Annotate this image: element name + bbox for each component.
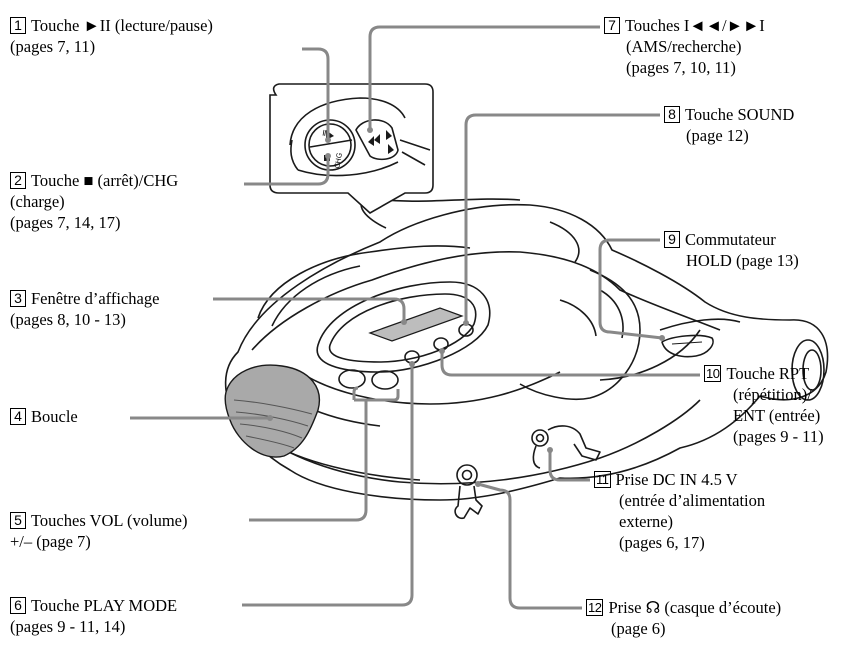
callout-number: 3 [10, 290, 26, 307]
callout-number: 9 [664, 231, 680, 248]
callout-line: ENT (entrée) [733, 406, 821, 425]
callout-line: Prise ☊ (casque d’écoute) [608, 598, 782, 617]
callout-number: 11 [594, 471, 611, 488]
leader-end-dots [267, 127, 665, 487]
callout-line: Touche ■ (arrêt)/CHG [31, 171, 179, 190]
callout-number: 2 [10, 172, 26, 189]
callout-5: 5 Touches VOL (volume) +/– (page 7) [10, 510, 187, 552]
callout-line: +/– (page 7) [10, 532, 91, 551]
callout-number: 8 [664, 106, 680, 123]
callout-line: externe) [619, 512, 674, 531]
leader-11 [548, 450, 590, 482]
callout-line: Touche ►II (lecture/pause) [31, 16, 213, 35]
callout-line: (entrée d’alimentation [619, 491, 766, 510]
callout-line: (pages 9 - 11) [733, 427, 824, 446]
callout-9: 9 Commutateur HOLD (page 13) [664, 229, 799, 271]
callout-line: (pages 9 - 11, 14) [10, 617, 126, 636]
buckle [224, 364, 320, 458]
callout-line: Touche PLAY MODE [31, 596, 178, 615]
leader-9 [598, 238, 663, 340]
inset-next-symbol [386, 130, 394, 154]
callout-number: 1 [10, 17, 26, 34]
display-window [368, 307, 464, 342]
callout-2: 2 Touche ■ (arrêt)/CHG (charge) (pages 7,… [10, 170, 178, 233]
callout-line: (pages 7, 10, 11) [626, 58, 736, 77]
callout-line: Touche SOUND [685, 105, 795, 124]
callout-6: 6 Touche PLAY MODE (pages 9 - 11, 14) [10, 595, 177, 637]
callout-line: Touches VOL (volume) [31, 511, 188, 530]
callout-line: (page 6) [611, 619, 666, 638]
callout-number: 4 [10, 408, 26, 425]
leader-8 [464, 113, 660, 323]
callout-line: (pages 7, 11) [10, 37, 96, 56]
callout-number: 10 [704, 365, 722, 382]
callout-line: (page 12) [686, 126, 749, 145]
callout-line: (pages 8, 10 - 13) [10, 310, 126, 329]
leader-5 [249, 386, 400, 522]
leader-1 [302, 47, 330, 138]
inset-mark-pause: ≡ [320, 129, 331, 138]
callout-1: 1 Touche ►II (lecture/pause) (pages 7, 11… [10, 15, 213, 57]
leader-7 [368, 25, 600, 130]
callout-line: Commutateur [685, 230, 776, 249]
inset-prev-symbol [368, 134, 380, 146]
player-body [224, 197, 829, 520]
callout-3: 3 Fenêtre d’affichage (pages 8, 10 - 13) [10, 288, 159, 330]
leader-10 [440, 351, 700, 377]
buckle-ribs [233, 399, 313, 449]
callout-line: Fenêtre d’affichage [31, 289, 160, 308]
callout-number: 5 [10, 512, 26, 529]
leader-6 [242, 364, 414, 607]
callout-line: Boucle [31, 407, 78, 426]
callout-line: Touche RPT [726, 364, 810, 383]
callout-8: 8 Touche SOUND (page 12) [664, 104, 794, 146]
callout-line: (charge) [10, 192, 65, 211]
leader-2 [244, 158, 330, 186]
callout-7: 7 Touches I◄◄/►►I (AMS/recherche) (pages … [604, 15, 765, 78]
leader-lines [130, 25, 700, 610]
inset-mark-chg: CHG [333, 152, 344, 169]
callout-4: 4 Boucle [10, 406, 78, 427]
callout-line: Touches I◄◄/►►I [625, 16, 765, 35]
callout-line: (pages 6, 17) [619, 533, 705, 552]
callout-number: 7 [604, 17, 620, 34]
callout-number: 6 [10, 597, 26, 614]
callout-line: HOLD (page 13) [686, 251, 799, 270]
callout-line: Prise DC IN 4.5 V [615, 470, 738, 489]
callout-line: (répétition)/ [733, 385, 812, 404]
callout-line: (pages 7, 14, 17) [10, 213, 121, 232]
leader-12 [477, 482, 582, 610]
callout-line: (AMS/recherche) [626, 37, 742, 56]
leader-3 [213, 297, 406, 322]
callout-number: 12 [586, 599, 604, 616]
inset-frame [269, 83, 434, 214]
